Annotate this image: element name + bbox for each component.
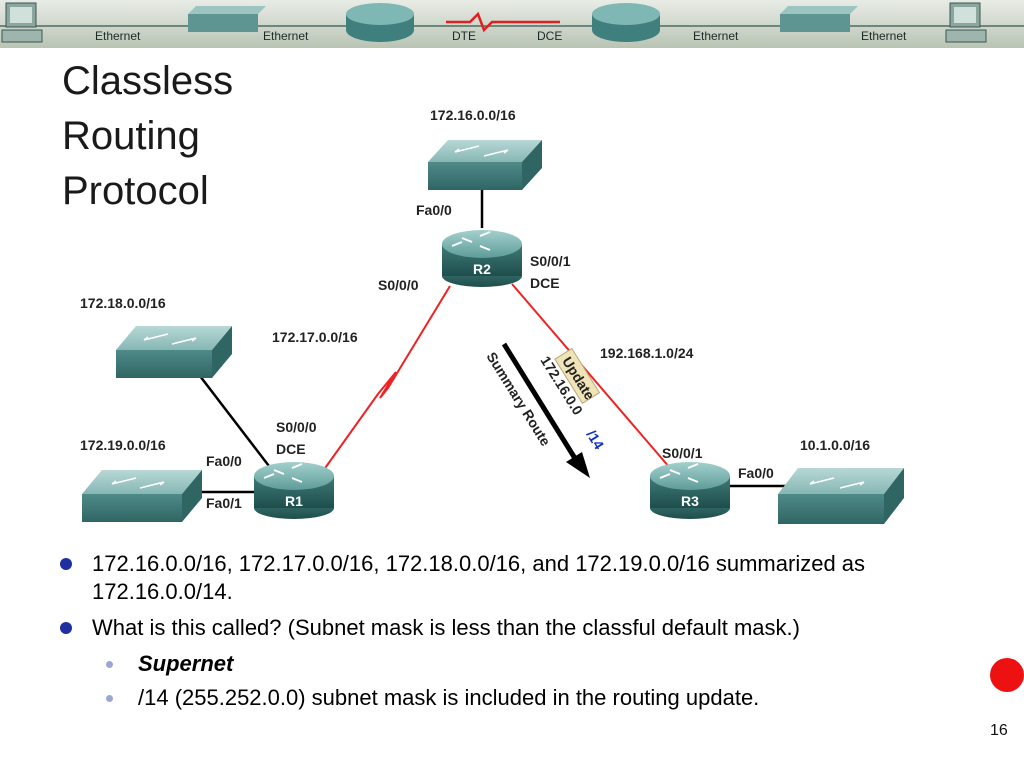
router-r2: R2: [442, 230, 522, 287]
router-r1: R1: [254, 462, 334, 519]
banner-label: DCE: [537, 29, 562, 43]
banner-label: Ethernet: [263, 29, 309, 43]
slide-title: Classless Routing Protocol: [62, 54, 233, 219]
interface-label: S0/0/1: [662, 445, 703, 461]
serial-link-r2-r3: [511, 283, 671, 469]
router-icon: [346, 3, 414, 42]
switch-icon: [428, 140, 542, 190]
sub-bullet-dot-icon: [106, 695, 113, 702]
switch-icon: [116, 326, 232, 378]
switch-icon: [780, 6, 858, 32]
router-r3: R3: [650, 462, 730, 519]
network-label: 192.168.1.0/24: [600, 345, 694, 361]
network-label: 10.1.0.0/16: [800, 437, 870, 453]
title-line: Protocol: [62, 169, 209, 213]
summary-route-arrow: [501, 342, 590, 478]
router-icon: [592, 3, 660, 42]
banner-label: DTE: [452, 29, 476, 43]
bullet-item: What is this called? (Subnet mask is les…: [58, 614, 958, 642]
computer-icon: [1, 2, 43, 43]
summary-mask-label: /14: [583, 427, 607, 452]
top-banner: Ethernet Ethernet DTE DCE Ethernet Ether…: [0, 0, 1024, 48]
red-dot-icon: [990, 658, 1024, 692]
interface-label: S0/0/0: [276, 419, 317, 435]
network-label: 172.19.0.0/16: [80, 437, 166, 453]
interface-label: Fa0/1: [206, 495, 242, 511]
router-label: R2: [473, 261, 491, 277]
router-label: R1: [285, 493, 303, 509]
bullet-text: What is this called? (Subnet mask is les…: [92, 615, 800, 640]
network-label: 172.17.0.0/16: [272, 329, 358, 345]
network-label: 172.18.0.0/16: [80, 295, 166, 311]
title-line: Routing: [62, 114, 200, 158]
router-label: R3: [681, 493, 699, 509]
update-tag: [554, 347, 601, 404]
switch-icon: [82, 470, 202, 522]
switch-icon: [778, 468, 904, 524]
interface-label: Fa0/0: [206, 453, 242, 469]
banner-label: Ethernet: [861, 29, 907, 43]
bullet-text: 172.16.0.0/16, 172.17.0.0/16, 172.18.0.0…: [92, 551, 866, 604]
bullet-dot-icon: [60, 622, 72, 634]
title-line: Classless: [62, 59, 234, 103]
slide-number: 16: [990, 722, 1008, 739]
ethernet-link: [199, 375, 273, 471]
interface-label: Fa0/0: [416, 202, 452, 218]
computer-icon: [945, 2, 987, 43]
network-label: 172.16.0.0/16: [430, 107, 516, 123]
bullet-dot-icon: [60, 558, 72, 570]
interface-label: S0/0/0: [378, 277, 419, 293]
network-diagram: R2 R1 R3 Summary Route Update 172.16.0.0…: [80, 107, 904, 524]
bullet-item: 172.16.0.0/16, 172.17.0.0/16, 172.18.0.0…: [58, 550, 958, 606]
interface-label: Fa0/0: [738, 465, 774, 481]
sub-bullet-text: /14 (255.252.0.0) subnet mask is include…: [138, 685, 760, 710]
sub-bullet-item: Supernet: [58, 650, 958, 678]
interface-label: S0/0/1: [530, 253, 571, 269]
bullet-list: 172.16.0.0/16, 172.17.0.0/16, 172.18.0.0…: [58, 550, 958, 718]
sub-bullet-item: /14 (255.252.0.0) subnet mask is include…: [58, 684, 958, 712]
interface-label: DCE: [276, 441, 306, 457]
sub-bullet-dot-icon: [106, 661, 113, 668]
switch-icon: [188, 6, 266, 32]
sub-bullet-text: Supernet: [138, 651, 234, 676]
serial-link-r1-r2: [317, 285, 451, 479]
banner-label: Ethernet: [693, 29, 739, 43]
interface-label: DCE: [530, 275, 560, 291]
banner-label: Ethernet: [95, 29, 141, 43]
